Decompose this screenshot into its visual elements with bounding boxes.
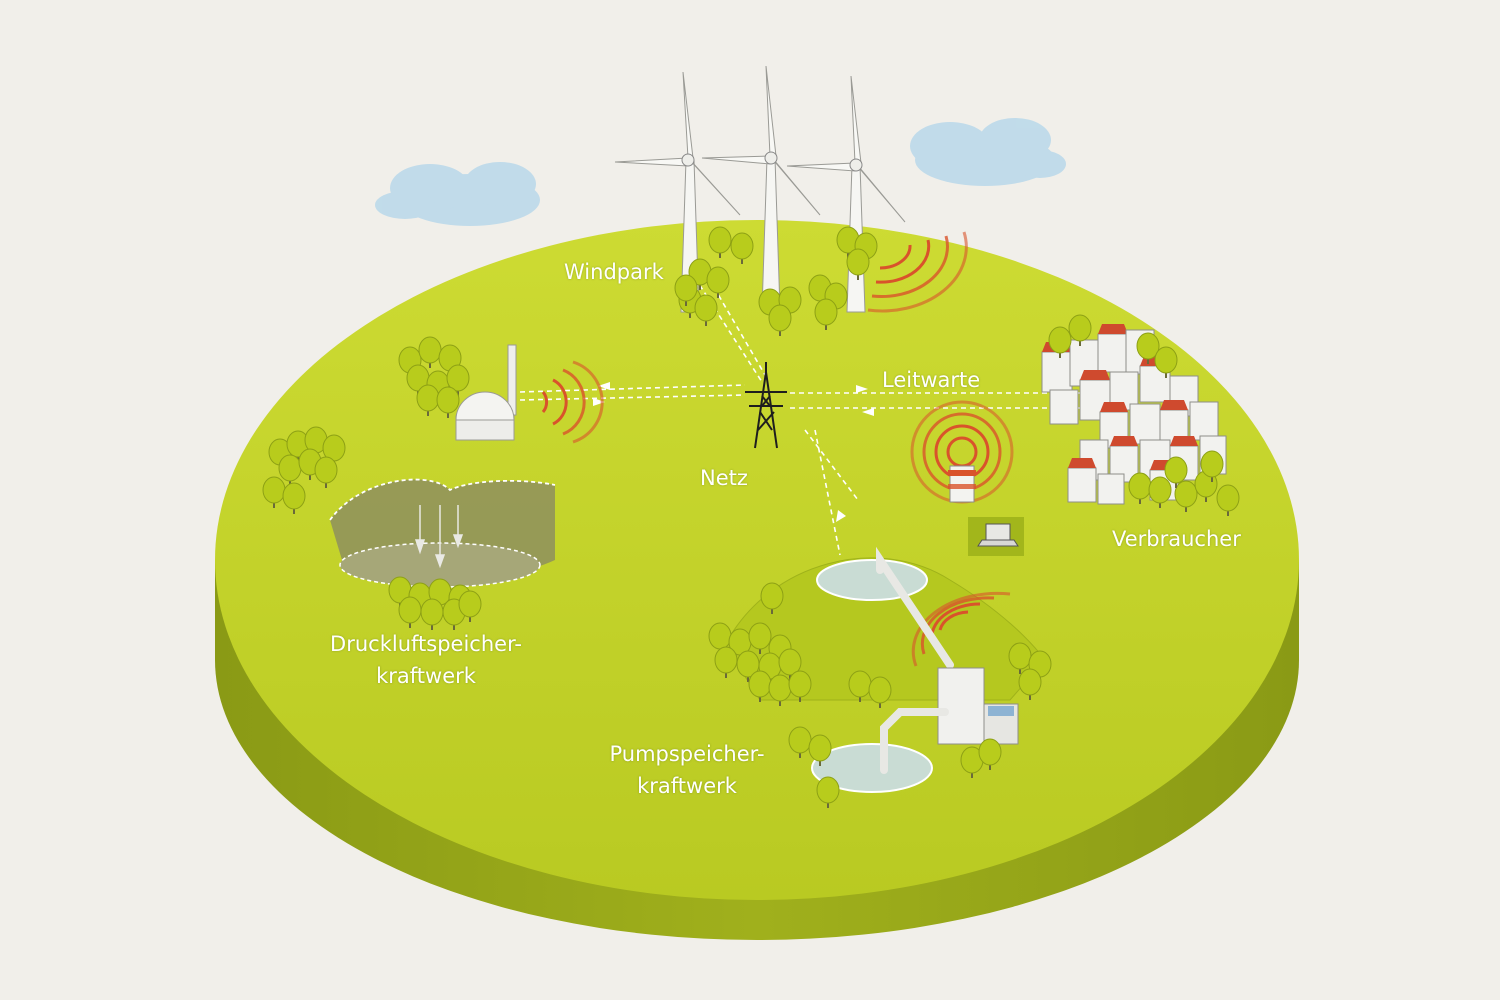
tree-icon xyxy=(768,674,792,706)
tree-icon xyxy=(436,386,460,418)
tree-icon xyxy=(768,304,792,336)
transmission-tower-icon xyxy=(745,362,787,449)
powerhouse-icon xyxy=(937,667,1019,745)
tree-icon xyxy=(706,266,730,298)
trees xyxy=(262,226,1240,808)
tree-icon xyxy=(674,274,698,306)
tree-icon xyxy=(814,298,838,330)
tree-icon xyxy=(1048,326,1072,358)
tree-icon xyxy=(1164,456,1188,488)
tree-icon xyxy=(978,738,1002,770)
tree-icon xyxy=(416,384,440,416)
tree-icon xyxy=(314,456,338,488)
island-top xyxy=(215,220,1299,900)
signal-arcs-windpark xyxy=(867,231,968,313)
tree-icon xyxy=(708,226,732,258)
house-icon xyxy=(1097,324,1129,373)
house-icon xyxy=(1049,389,1079,425)
tree-icon xyxy=(1174,480,1198,512)
label-windpark: Windpark xyxy=(564,260,664,284)
tree-icon xyxy=(760,582,784,614)
tree-icon xyxy=(788,670,812,702)
label-pumpspeicherkraftwerk: Pumpspeicher- kraftwerk xyxy=(598,738,776,802)
tree-icon xyxy=(1136,332,1160,364)
label-pumpspeicher-line2: kraftwerk xyxy=(637,774,737,798)
tree-icon xyxy=(458,590,482,622)
storage-dome-icon xyxy=(455,344,517,441)
tree-icon xyxy=(1154,346,1178,378)
tree-icon xyxy=(748,622,772,654)
tree-icon xyxy=(1216,484,1240,516)
tree-icon xyxy=(778,648,802,680)
house-icon xyxy=(1129,403,1161,445)
upper-reservoir xyxy=(816,559,928,601)
underground-cavern xyxy=(329,478,556,588)
house-icon xyxy=(1067,458,1097,503)
tree-icon xyxy=(816,776,840,808)
house-icon xyxy=(1189,401,1219,441)
cloud-left xyxy=(375,162,540,226)
tree-icon xyxy=(730,232,754,264)
tree-icon xyxy=(1018,668,1042,700)
laptop-icon xyxy=(968,517,1024,556)
control-tower-icon xyxy=(948,465,976,503)
tree-icon xyxy=(1008,642,1032,674)
label-verbraucher: Verbraucher xyxy=(1112,527,1241,551)
label-druckluftspeicherkraftwerk: Druckluftspeicher- kraftwerk xyxy=(316,628,536,692)
label-pumpspeicher-line1: Pumpspeicher- xyxy=(609,742,765,766)
house-icon xyxy=(1097,473,1125,505)
tree-icon xyxy=(808,734,832,766)
label-leitwarte: Leitwarte xyxy=(882,368,981,392)
label-druckluft-line2: kraftwerk xyxy=(376,664,476,688)
tree-icon xyxy=(1068,314,1092,346)
signal-arcs-druckluft xyxy=(541,360,604,444)
tree-icon xyxy=(694,294,718,326)
label-druckluft-line1: Druckluftspeicher- xyxy=(330,632,522,656)
lower-reservoir xyxy=(811,708,949,793)
tree-icon xyxy=(868,676,892,708)
tree-icon xyxy=(846,248,870,280)
tree-icon xyxy=(1200,450,1224,482)
cloud-right xyxy=(910,118,1066,186)
tree-icon xyxy=(1148,476,1172,508)
penstock-pipe xyxy=(876,546,954,669)
tree-icon xyxy=(282,482,306,514)
tree-icon xyxy=(688,258,712,290)
label-netz: Netz xyxy=(700,466,748,490)
